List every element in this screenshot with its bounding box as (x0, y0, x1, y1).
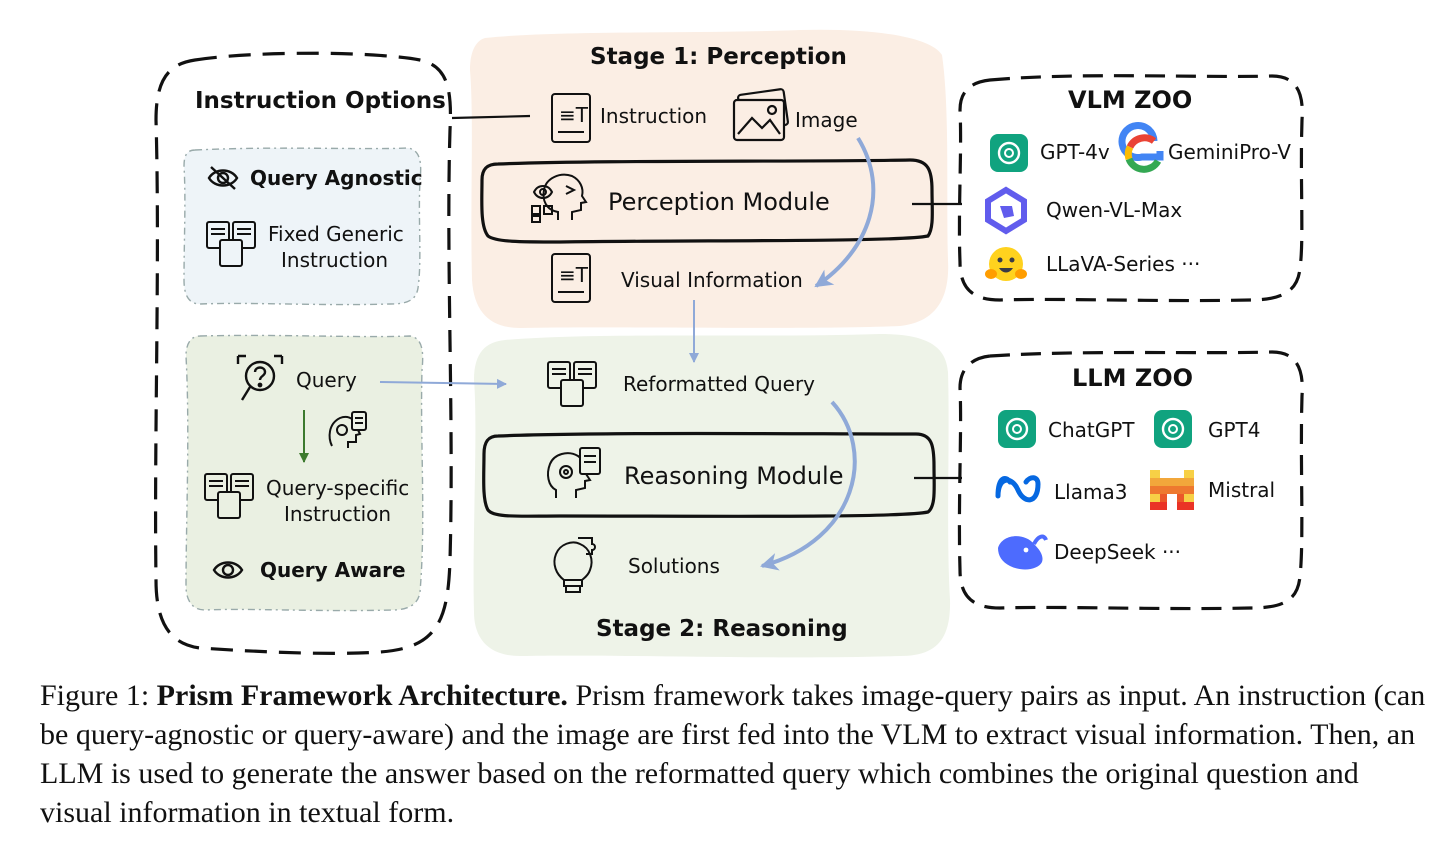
llm-item-mistral: Mistral (1208, 478, 1276, 502)
image-to-visual-arrow (814, 136, 876, 288)
query-aware-label: Query Aware (260, 558, 406, 582)
llm-item-chatgpt: ChatGPT (1048, 418, 1135, 442)
stage2-background (473, 334, 951, 658)
openai-logo (1154, 410, 1192, 448)
head-doc-icon (328, 411, 367, 448)
instruction-options-title: Instruction Options (195, 88, 446, 114)
query-magnifier-icon (236, 354, 284, 401)
svg-text:≡T: ≡T (559, 263, 589, 287)
visual-information-label: Visual Information (621, 268, 803, 292)
google-logo (1118, 122, 1164, 173)
documents-icon (206, 221, 256, 267)
query-to-reformatted-arrow (379, 378, 507, 389)
lightbulb-puzzle-icon (553, 537, 596, 593)
image-icon (732, 88, 789, 142)
reasoning-module-label: Reasoning Module (624, 462, 844, 490)
vlm-zoo-border (957, 74, 1304, 303)
reasoning-head-icon (547, 447, 601, 498)
llm-item-deepseek: DeepSeek ··· (1054, 540, 1182, 564)
architecture-diagram: ≡T ≡T (153, 29, 1304, 658)
openai-logo (990, 134, 1028, 172)
documents-icon (547, 361, 597, 407)
eye-icon (212, 561, 244, 579)
mistral-logo (1150, 470, 1194, 510)
query-specific-line2: Instruction (284, 502, 392, 526)
qwen-logo (985, 186, 1027, 235)
perception-head-icon (531, 173, 588, 223)
vlm-zoo-title: VLM ZOO (1068, 86, 1193, 114)
vlm-item-qwen: Qwen-VL-Max (1046, 198, 1183, 222)
query-agnostic-label: Query Agnostic (250, 166, 423, 190)
reasoning-module-border (482, 431, 936, 518)
options-to-instruction-line (451, 114, 531, 120)
visual-information-document-icon: ≡T (551, 253, 591, 303)
caption-prefix: Figure 1: (40, 679, 157, 712)
eye-off-icon (207, 166, 239, 190)
perception-module-label: Perception Module (608, 188, 830, 216)
figure-caption: Figure 1: Prism Framework Architecture. … (40, 676, 1430, 832)
deepseek-logo (998, 534, 1048, 570)
instruction-options-border (153, 51, 453, 655)
stage1-title: Stage 1: Perception (590, 44, 847, 70)
perception-module-border (480, 158, 934, 244)
huggingface-logo (985, 247, 1027, 281)
instruction-label: Instruction (600, 104, 708, 128)
reformatted-to-solutions-arrow (760, 400, 857, 571)
caption-title: Prism Framework Architecture. (156, 679, 568, 712)
reformatted-query-label: Reformatted Query (623, 372, 816, 396)
vlm-item-gpt4v: GPT-4v (1040, 140, 1110, 164)
image-label: Image (795, 108, 858, 132)
vlm-item-llava: LLaVA-Series ··· (1046, 252, 1201, 276)
svg-text:≡T: ≡T (559, 103, 589, 127)
meta-logo (995, 475, 1041, 503)
query-specific-line1: Query-specific (266, 476, 410, 500)
query-aware-background (185, 334, 424, 612)
openai-logo (998, 410, 1036, 448)
vlm-item-geminiprov: GeminiPro-V (1168, 140, 1291, 164)
solutions-label: Solutions (628, 554, 720, 578)
stage2-title: Stage 2: Reasoning (596, 616, 848, 642)
llm-item-llama3: Llama3 (1054, 480, 1128, 504)
llm-zoo-title: LLM ZOO (1072, 364, 1194, 392)
query-agnostic-background (183, 147, 422, 306)
llm-item-gpt4: GPT4 (1208, 418, 1261, 442)
fixed-instruction-line2: Instruction (281, 248, 389, 272)
instruction-document-icon: ≡T (551, 93, 591, 143)
caption-body: Prism framework takes image-query pairs … (40, 679, 1426, 829)
fixed-instruction-line1: Fixed Generic (268, 222, 404, 246)
documents-icon (204, 473, 254, 519)
query-label: Query (296, 368, 357, 392)
